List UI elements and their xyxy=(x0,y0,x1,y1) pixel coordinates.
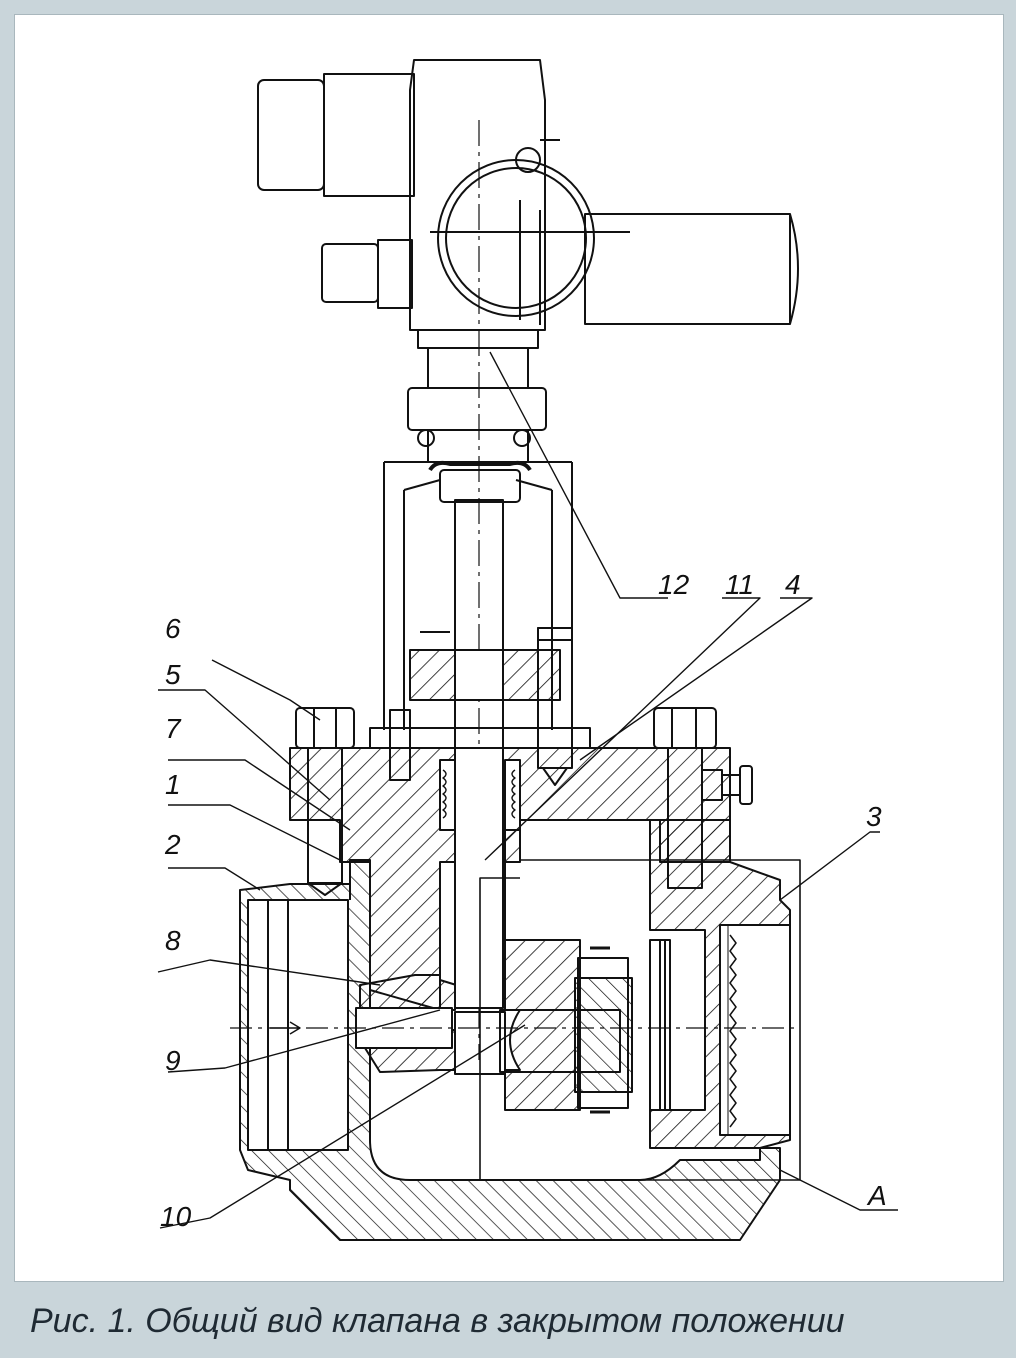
label-11: 11 xyxy=(725,569,754,600)
label-12: 12 xyxy=(658,569,690,600)
valve-body xyxy=(239,819,791,1241)
label-3: 3 xyxy=(866,801,882,832)
inner-cage xyxy=(479,859,801,1181)
label-6: 6 xyxy=(165,613,181,644)
label-7: 7 xyxy=(165,713,182,744)
disc-assembly xyxy=(230,939,800,1114)
actuator xyxy=(257,59,799,463)
valve-drawing: 6 5 7 1 2 8 9 10 12 11 4 3 A xyxy=(157,59,898,1241)
label-10: 10 xyxy=(160,1201,192,1232)
label-4: 4 xyxy=(785,569,801,600)
label-2: 2 xyxy=(164,829,181,860)
label-A: A xyxy=(866,1180,887,1211)
gland-flange xyxy=(369,627,591,786)
label-9: 9 xyxy=(165,1045,181,1076)
label-8: 8 xyxy=(165,925,181,956)
label-5: 5 xyxy=(165,659,181,690)
label-1: 1 xyxy=(165,769,181,800)
leader-lines xyxy=(157,351,898,1229)
figure-caption: Рис. 1. Общий вид клапана в закрытом пол… xyxy=(30,1302,845,1340)
